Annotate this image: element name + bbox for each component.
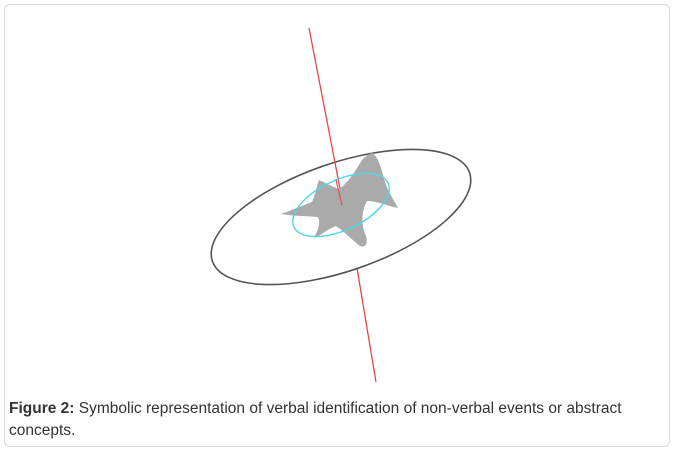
caption-text: Symbolic representation of verbal identi… xyxy=(9,400,622,439)
gray-blob xyxy=(281,153,398,247)
figure-label: Figure 2: xyxy=(9,400,75,417)
axis-line-upper xyxy=(308,27,344,205)
figure-diagram xyxy=(210,27,472,383)
axis-line-center xyxy=(335,179,343,206)
axis-line-lower xyxy=(355,261,377,383)
figure-caption: Figure 2: Symbolic representation of ver… xyxy=(9,398,661,442)
inner-ellipse xyxy=(292,172,390,238)
